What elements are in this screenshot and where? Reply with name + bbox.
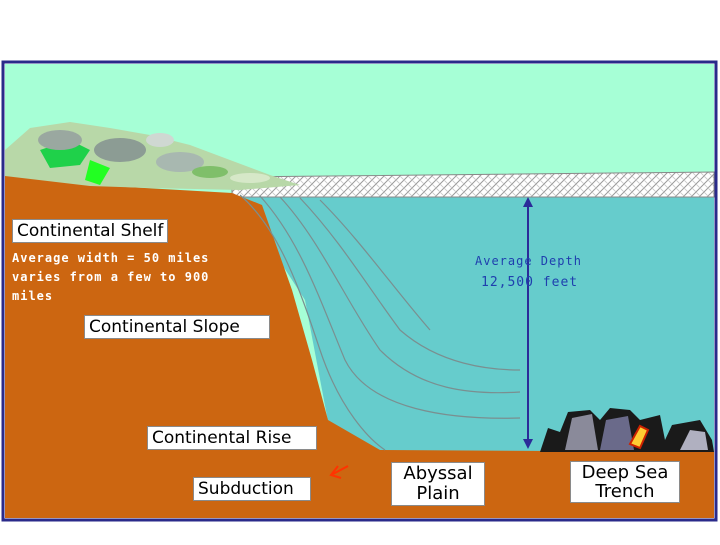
abyssal-plain-label: Abyssal Plain [391,462,485,506]
shelf-note: Average width = 50 miles varies from a f… [12,249,209,306]
continental-shelf-label: Continental Shelf [12,219,168,243]
continental-rise-label: Continental Rise [147,426,317,450]
shelf-note-line-3: miles [12,287,209,306]
continental-slope-label: Continental Slope [84,315,270,339]
deep-sea-trench-label: Deep Sea Trench [570,461,680,503]
subduction-label: Subduction [193,477,311,501]
depth-value-label: 12,500 feet [481,273,578,292]
average-depth-label: Average Depth [475,252,582,271]
sea-surface [232,172,714,197]
shelf-note-line-2: varies from a few to 900 [12,268,209,287]
shelf-note-line-1: Average width = 50 miles [12,249,209,268]
